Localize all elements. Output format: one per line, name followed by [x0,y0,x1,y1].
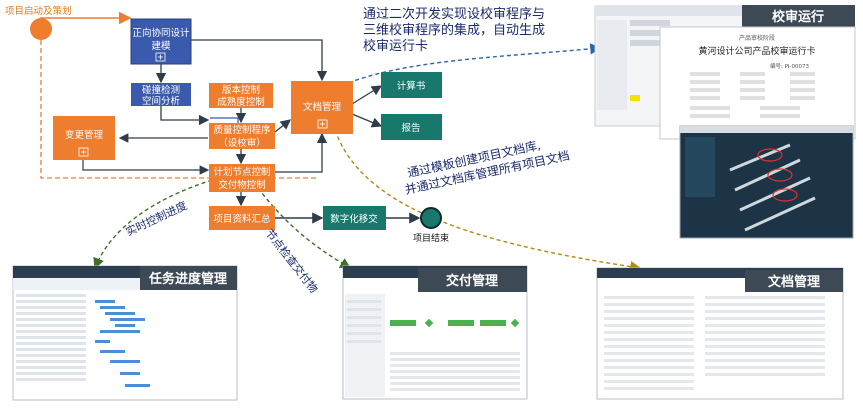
review-card-rows [690,72,815,118]
start-label: 项目启动及策划 [5,5,72,17]
node-forward-design-line1: 正向协同设计 [132,27,190,39]
connector-blue-loop [210,117,239,124]
end-label: 项目结束 [413,232,449,244]
node-calc-book[interactable]: 计算书 [381,72,442,98]
node-forward-design[interactable]: 正向协同设计 建模 [130,18,192,65]
screenshot-task-progress: 任务进度管理 [12,265,238,401]
connector-design-doc [191,39,328,82]
review-card-heading: 产品审校阶段 [739,34,775,42]
annotation-top-line3: 校审运行卡 [363,38,428,54]
expand-icon[interactable] [155,52,166,62]
node-version-line2: 成熟度控制 [217,96,265,108]
review-card-number: 编号: PI-00073 [770,62,810,70]
end-node[interactable] [420,207,442,229]
connectors [40,11,421,224]
node-digital-handover[interactable]: 数字化移交 [323,206,386,230]
node-calc-label: 计算书 [397,80,426,92]
connector-start-design [40,11,132,29]
connector-clash-quality [160,106,210,126]
expand-icon[interactable] [317,119,328,129]
node-doc-mgmt[interactable]: 文档管理 [291,81,353,134]
screenshot-review: 校审运行 产品审校阶段 黄河设计公司产品校审运行卡 编号: PI-00073 [594,5,856,239]
annotation-middle: 通过模板创建项目文档库, 并通过文档库管理所有项目文档 [403,137,570,197]
screenshot-documents: 文档管理 [596,267,844,400]
documents-title: 文档管理 [768,274,820,290]
expand-icon[interactable] [78,147,89,157]
connector-plan-doc [275,132,328,173]
node-quality-line1: 质量控制程序 [213,124,271,136]
node-quality-line2: （设校审） [218,137,266,149]
node-clash-detection[interactable]: 碰撞检测 空间分析 [131,83,191,107]
delivery-title: 交付管理 [446,273,498,289]
documents-title-bar [745,270,843,292]
node-version-control[interactable]: 版本控制 成熟度控制 [209,83,273,108]
node-project-summary[interactable]: 项目资料汇总 [209,206,275,230]
node-change-label: 变更管理 [65,129,104,141]
task-progress-rows [16,294,86,381]
delivery-table-rows [390,352,520,391]
annotation-deliverables: 节点检查交付物 [263,226,321,295]
node-doc-label: 文档管理 [303,101,342,113]
node-clash-line2: 空间分析 [142,95,181,107]
connector-doc-report [351,113,383,128]
review-3d-markers [757,148,798,202]
start-node[interactable] [30,18,52,40]
node-handover-label: 数字化移交 [330,213,378,225]
node-clash-line1: 碰撞检测 [142,84,180,96]
connector-quality-doc [274,119,292,133]
delivery-sidebar-items [347,300,381,343]
connector-change-plan [82,160,210,175]
review-title: 校审运行 [772,9,824,25]
delivery-timeline [390,318,520,328]
connector-doc-calc [351,85,383,105]
documents-rows [604,296,825,390]
curve-to-progress [93,179,213,270]
node-report-label: 报告 [401,122,420,134]
node-summary-label: 项目资料汇总 [213,213,271,225]
task-progress-gantt [95,300,150,387]
node-quality-control[interactable]: 质量控制程序 （设校审） [209,123,275,149]
task-progress-title-bar [140,266,237,290]
annotation-top-line1: 通过二次开发实现设校审程序与 [363,6,545,22]
node-version-line1: 版本控制 [222,84,260,96]
node-plan-line1: 计划节点控制 [213,166,270,178]
node-report[interactable]: 报告 [381,114,442,140]
node-change-mgmt[interactable]: 变更管理 [53,116,115,160]
annotation-top-line2: 三维校审程序的集成，自动生成 [363,22,545,38]
review-3d-structure [729,143,816,232]
review-card-title: 黄河设计公司产品校审运行卡 [698,45,815,57]
node-plan-control[interactable]: 计划节点控制 交付物控制 [209,164,275,192]
node-plan-line2: 交付物控制 [218,179,266,191]
node-forward-design-line2: 建模 [151,40,171,52]
task-progress-title: 任务进度管理 [148,271,227,287]
screenshot-delivery: 交付管理 [342,265,528,400]
review-title-bar [742,5,855,27]
delivery-title-bar [418,268,527,292]
curve-to-delivery [257,187,352,269]
